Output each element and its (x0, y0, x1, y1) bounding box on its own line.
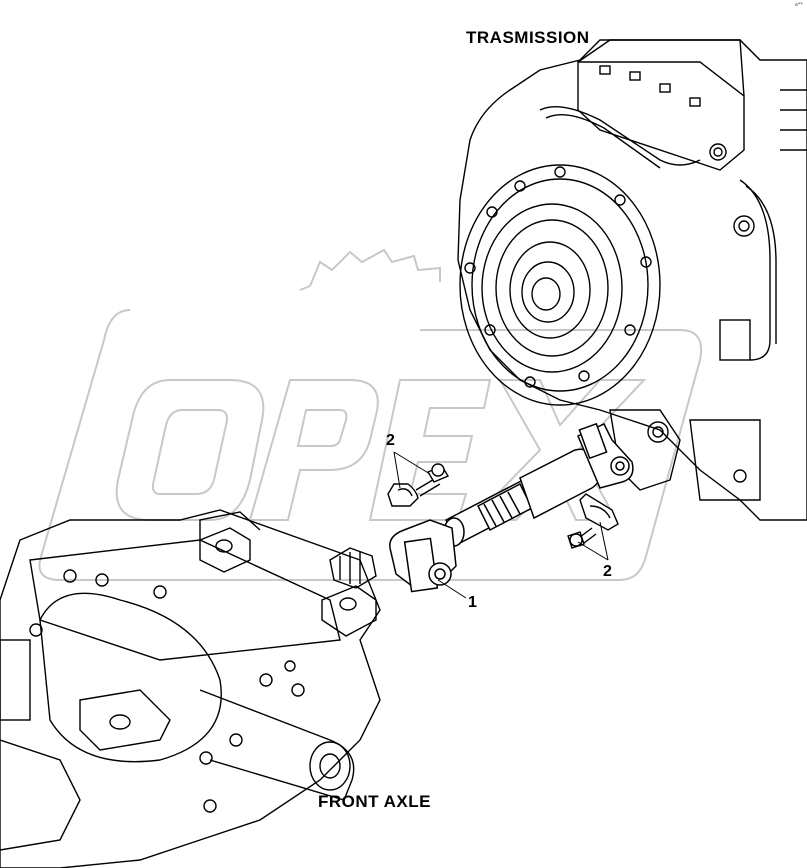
transmission-label: TRASMISSION (466, 28, 590, 47)
leader-lines (393, 451, 609, 599)
callout-1: 1 (468, 594, 477, 611)
callout-2-upper: 2 (386, 432, 395, 449)
front-axle-assembly (0, 509, 381, 868)
callout-2-lower: 2 (603, 563, 612, 580)
corner-code: a** (794, 2, 803, 8)
drive-shaft (389, 422, 634, 593)
clamp-and-bolt-upper (387, 463, 450, 507)
front-axle-label: FRONT AXLE (318, 792, 431, 811)
clamp-and-bolt-lower (567, 493, 619, 549)
watermark-logo (38, 248, 702, 581)
transmission-assembly (457, 39, 807, 521)
